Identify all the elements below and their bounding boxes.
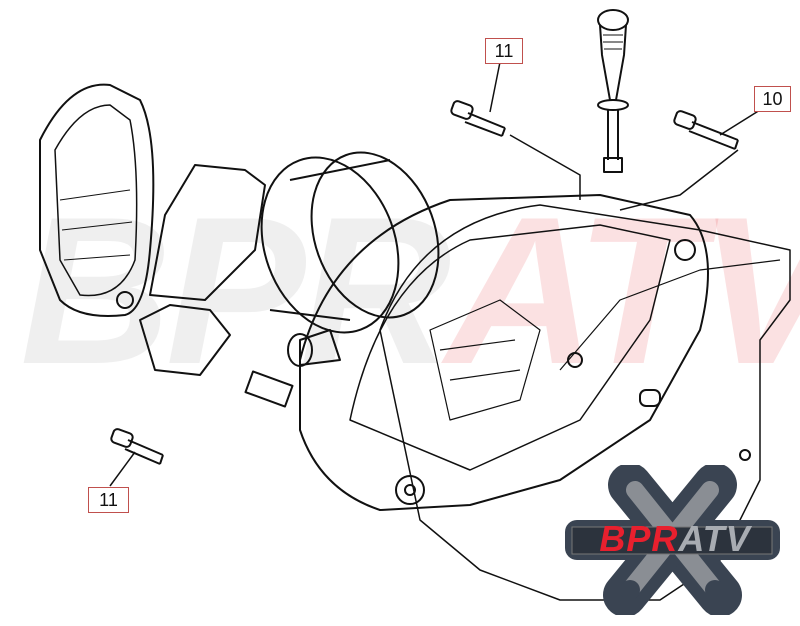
bpratv-logo: BPRATV	[560, 465, 785, 615]
logo-text-atv: ATV	[678, 518, 751, 559]
rotor	[260, 151, 440, 367]
crankcase-cover	[299, 194, 709, 511]
gasket-small	[139, 164, 266, 376]
bolt-top	[450, 61, 581, 200]
callout-11-top: 11	[485, 38, 523, 64]
outer-cover	[39, 83, 155, 317]
logo-text: BPRATV	[580, 518, 770, 560]
crossed-pistons-icon	[565, 465, 780, 615]
bolt-left	[109, 428, 164, 487]
callout-10: 10	[754, 86, 791, 112]
damper-block	[244, 370, 294, 408]
bolt-right	[619, 109, 761, 211]
logo-text-bpr: BPR	[599, 518, 679, 559]
oil-plug	[597, 9, 629, 173]
watermark-text-bpr: BPR	[20, 173, 451, 408]
callout-11-left: 11	[88, 487, 129, 513]
